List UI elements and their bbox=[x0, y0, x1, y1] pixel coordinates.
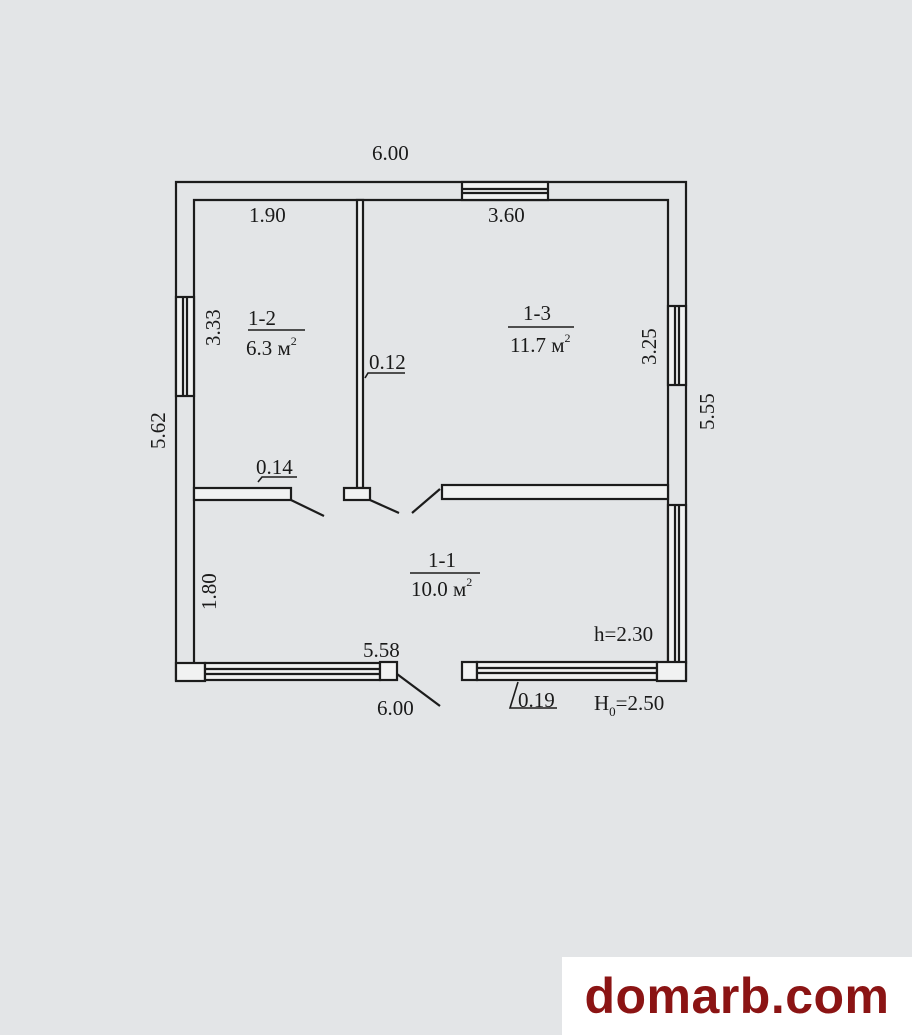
dim-room-1-2-width: 1.90 bbox=[249, 203, 286, 227]
bottom-wall bbox=[174, 660, 688, 683]
dim-overall-bottom: 6.00 bbox=[377, 696, 414, 720]
ceiling-height: h=2.30 bbox=[594, 622, 653, 646]
dim-partition-012: 0.12 bbox=[369, 350, 406, 374]
dim-overall-left: 5.62 bbox=[146, 412, 170, 449]
watermark-text: domarb.com bbox=[584, 968, 890, 1024]
dim-outer-wall: 0.19 bbox=[518, 688, 555, 712]
dim-partition-014: 0.14 bbox=[256, 455, 293, 479]
window-right-lower bbox=[666, 503, 688, 665]
dim-room-1-1-width: 5.58 bbox=[363, 638, 400, 662]
dim-overall-right: 5.55 bbox=[695, 393, 719, 430]
dim-room-1-3-width: 3.60 bbox=[488, 203, 525, 227]
floor-height: H0=2.50 bbox=[594, 691, 664, 719]
window-top bbox=[460, 180, 550, 202]
room-1-2-id: 1-2 bbox=[248, 306, 276, 330]
outer-walls bbox=[174, 180, 688, 681]
dim-room-1-2-height: 3.33 bbox=[201, 309, 225, 346]
dim-room-1-1-height: 1.80 bbox=[197, 573, 221, 610]
partitions bbox=[192, 198, 670, 502]
dim-room-1-3-height: 3.25 bbox=[637, 328, 661, 365]
room-1-3-id: 1-3 bbox=[523, 301, 551, 325]
window-right bbox=[666, 304, 688, 387]
leader-lines bbox=[248, 326, 574, 709]
window-left bbox=[174, 295, 196, 398]
door-swings bbox=[290, 488, 441, 707]
watermark-logo: domarb.com bbox=[562, 957, 912, 1035]
room-1-1-id: 1-1 bbox=[428, 548, 456, 572]
dim-overall-top: 6.00 bbox=[372, 141, 409, 165]
room-1-1-area: 10.0 м2 bbox=[411, 575, 472, 601]
room-1-2-area: 6.3 м2 bbox=[246, 334, 297, 360]
room-1-3-area: 11.7 м2 bbox=[510, 331, 571, 357]
